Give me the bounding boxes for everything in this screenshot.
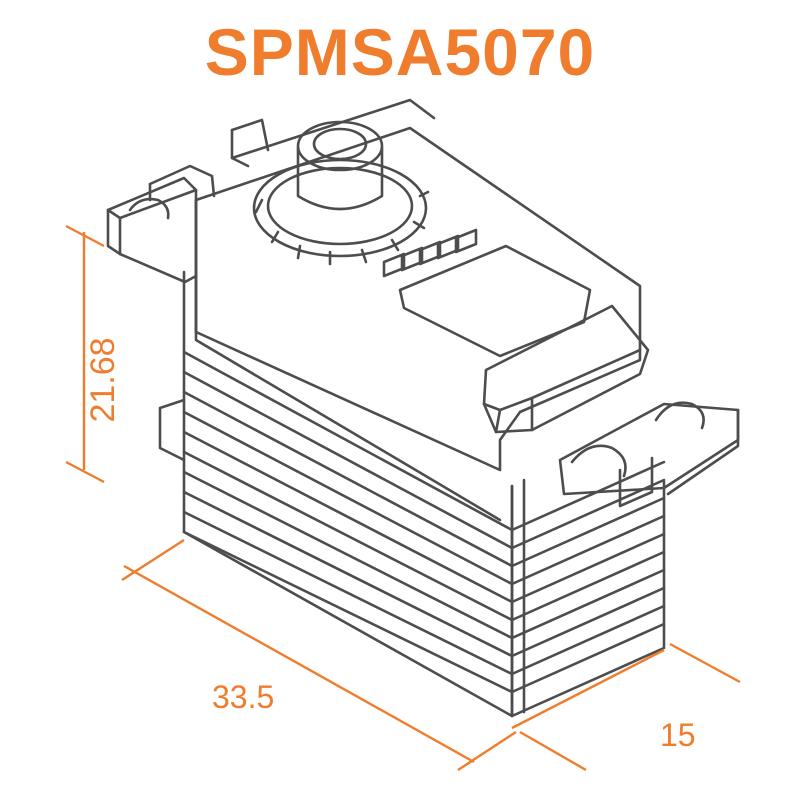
left-mounting-tab xyxy=(106,118,270,284)
output-spline xyxy=(252,120,430,266)
width-dimension: 15 xyxy=(511,642,741,772)
label-plate xyxy=(382,228,592,358)
right-mounting-tab xyxy=(558,401,740,508)
front-bumper xyxy=(482,304,650,434)
height-dimension-label: 21.68 xyxy=(84,337,122,422)
diagram-title: SPMSA5070 xyxy=(204,15,596,89)
length-dimension-label: 33.5 xyxy=(212,679,274,715)
length-dimension: 33.5 xyxy=(121,538,517,772)
width-dimension-label: 15 xyxy=(660,717,696,753)
servo-icon xyxy=(106,98,740,718)
height-dimension: 21.68 xyxy=(65,224,122,484)
cooling-fins xyxy=(158,350,666,718)
top-cover-outline xyxy=(194,126,642,472)
